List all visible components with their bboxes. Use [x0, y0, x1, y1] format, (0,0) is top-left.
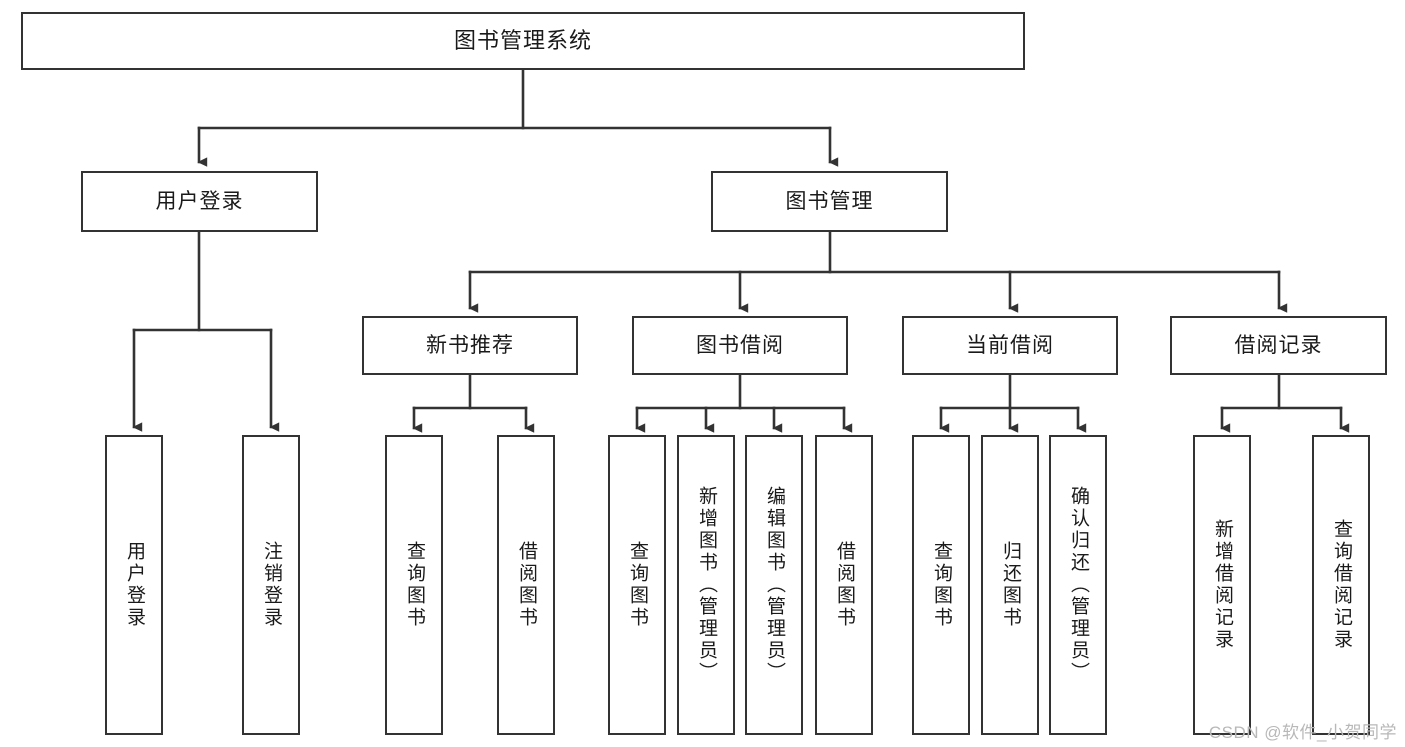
- leaf-user-login[interactable]: 用户登录: [105, 435, 163, 735]
- node-root-label: 图书管理系统: [453, 27, 592, 53]
- node-book-borrow-label: 图书借阅: [696, 333, 784, 357]
- leaf-user-login-label: 用户登录: [123, 541, 145, 629]
- leaf-borrow-book-1-label: 借阅图书: [515, 541, 537, 629]
- node-current-borrow[interactable]: 当前借阅: [902, 316, 1118, 375]
- leaf-edit-book[interactable]: 编辑图书（管理员）: [745, 435, 803, 735]
- leaf-return-book-label: 归还图书: [999, 541, 1021, 629]
- leaf-query-record-label: 查询借阅记录: [1330, 519, 1352, 651]
- leaf-borrow-book-1[interactable]: 借阅图书: [497, 435, 555, 735]
- leaf-query-book-1[interactable]: 查询图书: [385, 435, 443, 735]
- leaf-edit-book-label: 编辑图书（管理员）: [763, 486, 785, 684]
- node-borrow-record-label: 借阅记录: [1234, 333, 1323, 357]
- leaf-confirm-return[interactable]: 确认归还（管理员）: [1049, 435, 1107, 735]
- leaf-query-book-3-label: 查询图书: [930, 541, 952, 629]
- node-root[interactable]: 图书管理系统: [21, 12, 1025, 70]
- leaf-borrow-book-2[interactable]: 借阅图书: [815, 435, 873, 735]
- leaf-user-logout-label: 注销登录: [260, 541, 282, 629]
- leaf-query-book-1-label: 查询图书: [403, 541, 425, 629]
- node-borrow-record[interactable]: 借阅记录: [1170, 316, 1387, 375]
- leaf-borrow-book-2-label: 借阅图书: [833, 541, 855, 629]
- leaf-query-book-3[interactable]: 查询图书: [912, 435, 970, 735]
- leaf-add-record-label: 新增借阅记录: [1211, 519, 1233, 651]
- node-user-login[interactable]: 用户登录: [81, 171, 318, 232]
- leaf-user-logout[interactable]: 注销登录: [242, 435, 300, 735]
- leaf-query-book-2[interactable]: 查询图书: [608, 435, 666, 735]
- node-user-login-label: 用户登录: [155, 189, 244, 213]
- leaf-add-book-label: 新增图书（管理员）: [695, 486, 717, 684]
- node-current-borrow-label: 当前借阅: [966, 333, 1054, 357]
- node-book-management[interactable]: 图书管理: [711, 171, 948, 232]
- leaf-add-record[interactable]: 新增借阅记录: [1193, 435, 1251, 735]
- leaf-query-book-2-label: 查询图书: [626, 541, 648, 629]
- leaf-query-record[interactable]: 查询借阅记录: [1312, 435, 1370, 735]
- csdn-watermark: CSDN @软件_小贺同学: [1208, 723, 1397, 742]
- node-book-borrow[interactable]: 图书借阅: [632, 316, 848, 375]
- node-book-management-label: 图书管理: [785, 189, 874, 213]
- node-new-book-recommend[interactable]: 新书推荐: [362, 316, 578, 375]
- node-new-book-recommend-label: 新书推荐: [426, 333, 514, 357]
- leaf-add-book[interactable]: 新增图书（管理员）: [677, 435, 735, 735]
- leaf-return-book[interactable]: 归还图书: [981, 435, 1039, 735]
- leaf-confirm-return-label: 确认归还（管理员）: [1067, 486, 1089, 684]
